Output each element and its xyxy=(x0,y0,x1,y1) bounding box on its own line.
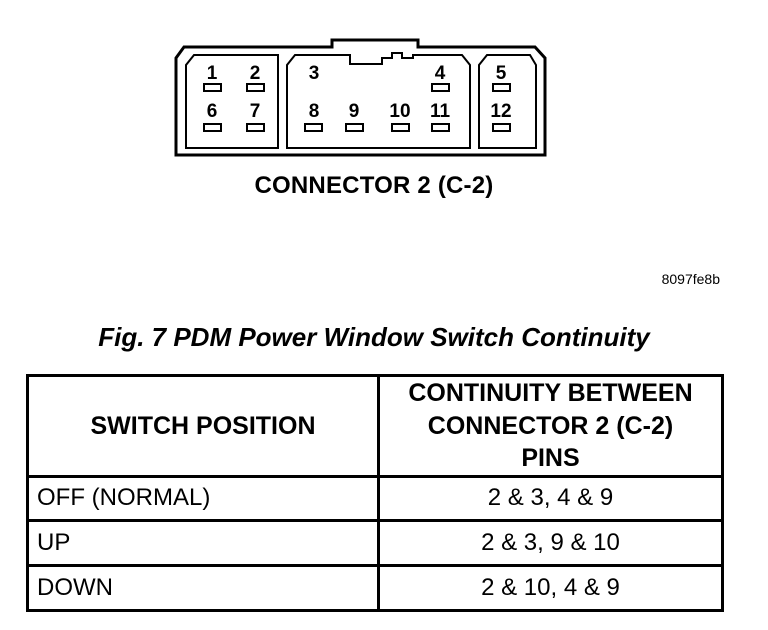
pin-6-terminal xyxy=(203,123,222,132)
header-continuity: CONTINUITY BETWEEN CONNECTOR 2 (C-2) PIN… xyxy=(377,374,724,478)
connector-cavity-left xyxy=(185,54,279,149)
pin-8-terminal xyxy=(304,123,323,132)
row-position-cell: UP xyxy=(26,519,380,568)
table-header-row: SWITCH POSITION CONTINUITY BETWEEN CONNE… xyxy=(26,374,724,478)
pin-11-label: 11 xyxy=(430,101,451,122)
figure-caption: Fig. 7 PDM Power Window Switch Continuit… xyxy=(98,322,650,352)
pin-1-label: 1 xyxy=(207,63,218,84)
row-pins-cell: 2 & 3, 9 & 10 xyxy=(377,519,724,568)
pin-12-label: 12 xyxy=(490,101,511,122)
connector-cavity-right xyxy=(478,54,537,149)
pin-9-label: 9 xyxy=(349,101,360,122)
table-row: OFF (NORMAL) 2 & 3, 4 & 9 xyxy=(26,474,724,523)
pin-8-label: 8 xyxy=(309,101,320,122)
table-row: UP 2 & 3, 9 & 10 xyxy=(26,519,724,568)
header-continuity-line-1: CONTINUITY BETWEEN xyxy=(408,379,693,407)
continuity-table: SWITCH POSITION CONTINUITY BETWEEN CONNE… xyxy=(26,374,724,612)
pin-6-label: 6 xyxy=(207,101,218,122)
pin-2-terminal xyxy=(246,83,265,92)
header-continuity-line-3: PINS xyxy=(521,444,580,472)
row-position-cell: DOWN xyxy=(26,564,380,612)
row-pins-cell: 2 & 10, 4 & 9 xyxy=(377,564,724,612)
row-position-cell: OFF (NORMAL) xyxy=(26,474,380,523)
pin-11-terminal xyxy=(431,123,450,132)
pin-3-label: 3 xyxy=(309,63,320,84)
row-pins-cell: 2 & 3, 4 & 9 xyxy=(377,474,724,523)
connector-diagram: 1 2 3 4 5 6 7 8 9 10 11 12 xyxy=(174,38,547,157)
header-continuity-line-2: CONNECTOR 2 (C-2) xyxy=(427,411,674,440)
header-switch-position-label: SWITCH POSITION xyxy=(90,411,316,440)
figure-code: 8097fe8b xyxy=(661,271,720,287)
pin-10-label: 10 xyxy=(389,101,410,122)
pin-4-label: 4 xyxy=(435,63,446,84)
connector-housing-outline xyxy=(174,38,547,157)
pin-4-terminal xyxy=(431,83,450,92)
pin-5-terminal xyxy=(492,83,511,92)
header-switch-position: SWITCH POSITION xyxy=(26,374,380,478)
pin-9-terminal xyxy=(345,123,364,132)
pin-10-terminal xyxy=(391,123,410,132)
connector-label: CONNECTOR 2 (C-2) xyxy=(254,172,494,199)
pin-2-label: 2 xyxy=(250,63,261,84)
table-row: DOWN 2 & 10, 4 & 9 xyxy=(26,564,724,612)
pin-1-terminal xyxy=(203,83,222,92)
pin-7-terminal xyxy=(246,123,265,132)
connector-cavity-middle xyxy=(286,52,471,149)
pin-12-terminal xyxy=(492,123,511,132)
pin-7-label: 7 xyxy=(250,101,261,122)
pin-5-label: 5 xyxy=(496,63,507,84)
